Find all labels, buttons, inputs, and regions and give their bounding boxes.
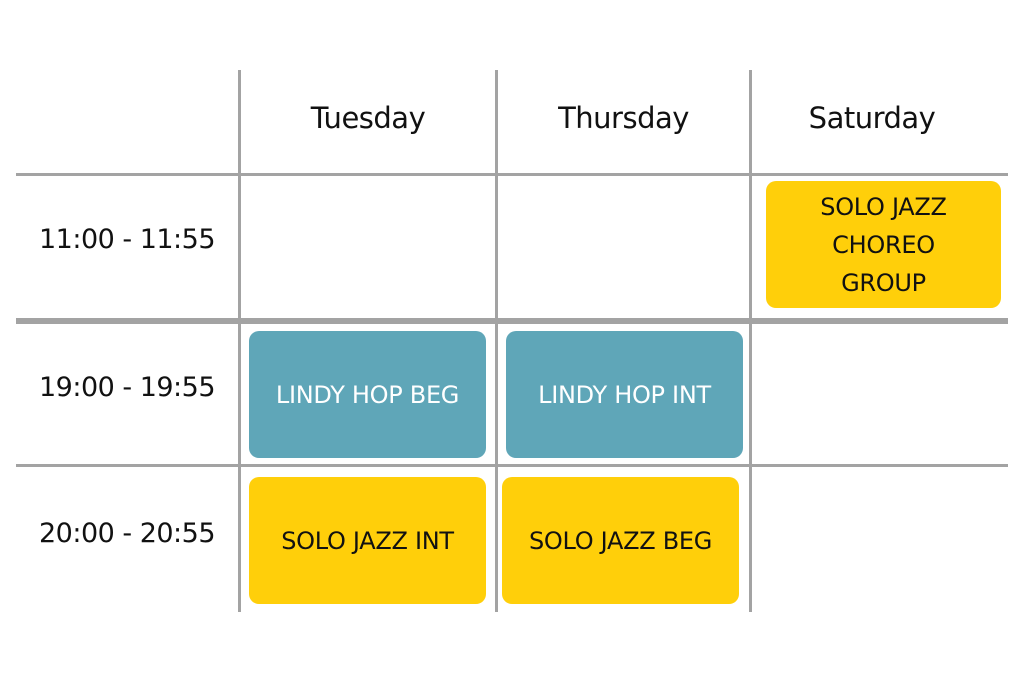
class-block-solo-jazz-int: SOLO JAZZ INT: [249, 477, 486, 604]
day-header-saturday: Saturday: [808, 101, 936, 135]
class-block-lindy-hop-beg: LINDY HOP BEG: [249, 331, 486, 458]
grid-line-vertical: [238, 70, 241, 612]
class-block-lindy-hop-int: LINDY HOP INT: [506, 331, 743, 458]
day-header-tuesday: Tuesday: [310, 101, 426, 135]
class-block-solo-jazz-choreo-group: SOLO JAZZ CHOREO GROUP: [766, 181, 1001, 308]
grid-line-horizontal: [16, 464, 1008, 467]
grid-line-horizontal: [16, 173, 1008, 176]
grid-line-vertical: [495, 70, 498, 612]
class-block-solo-jazz-beg: SOLO JAZZ BEG: [502, 477, 739, 604]
time-slot-label: 19:00 - 19:55: [38, 372, 216, 403]
day-header-thursday: Thursday: [558, 101, 689, 135]
grid-line-vertical: [749, 70, 752, 612]
grid-line-horizontal: [16, 318, 1008, 324]
time-slot-label: 20:00 - 20:55: [38, 518, 216, 549]
time-slot-label: 11:00 - 11:55: [38, 224, 216, 255]
class-block-label: SOLO JAZZ CHOREO GROUP: [820, 192, 947, 297]
